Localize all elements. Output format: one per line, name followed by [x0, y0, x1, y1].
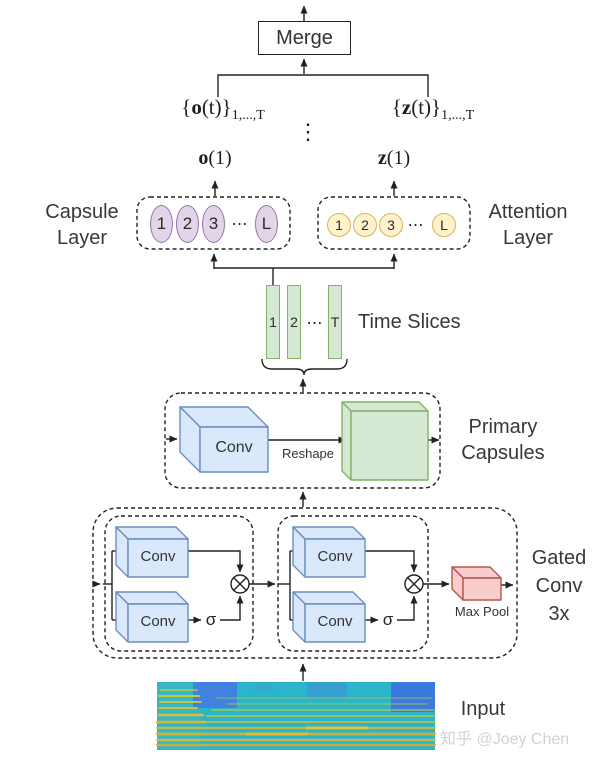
attention-ellipsis: ⋯ [407, 217, 425, 234]
primary-capsules-cube [341, 401, 429, 481]
reshape-label: Reshape [281, 446, 335, 461]
conv-label: Conv [317, 613, 353, 630]
vertical-ellipsis: ⋮ [297, 119, 319, 144]
input-caption: Input [460, 698, 506, 720]
conv-label: Conv [215, 439, 253, 456]
sigmoid-label: σ [205, 610, 217, 629]
slices-underbrace [261, 358, 348, 376]
gated-conv-cube [115, 526, 189, 578]
g2-sigma-out [397, 595, 418, 621]
multiply-icon [230, 574, 250, 594]
attention-node: 1 [327, 213, 351, 237]
capsule-node: 2 [176, 205, 199, 243]
spectrogram-streaks [155, 689, 437, 747]
capsule-layer-box [136, 196, 291, 250]
primary-conv-cube [179, 406, 269, 473]
attention-layer-box [317, 196, 471, 250]
capsule-layer-caption: Capsule Layer [45, 201, 119, 249]
conv-label: Conv [140, 613, 176, 630]
maxpool-label: Max Pool [454, 604, 510, 619]
time-slice-bar: 1 [266, 285, 280, 359]
merge-bracket [217, 74, 429, 97]
o1-label: o(1) [198, 147, 232, 169]
sigmoid-label: σ [382, 610, 394, 629]
watermark: 知乎 @Joey Chen [440, 731, 570, 748]
primary-capsules-box [164, 392, 441, 489]
attention-node: L [432, 213, 456, 237]
primary-capsules-caption: Primary Capsules [461, 416, 545, 464]
capsule-node: 3 [202, 205, 225, 243]
capsule-ellipsis: ⋯ [231, 216, 249, 233]
g1-top-out [188, 550, 244, 573]
g1-sigma-out [220, 595, 244, 621]
o-sequence-label: {o(t)}1,...,T [181, 95, 265, 123]
attention-node: 2 [353, 213, 377, 237]
time-slice-ellipsis: ⋯ [306, 315, 324, 332]
capsule-node: 1 [150, 205, 173, 243]
attention-layer-caption: Attention Layer [488, 201, 568, 249]
time-slice-bar: 2 [287, 285, 301, 359]
merge-label: Merge [276, 26, 333, 49]
gated-conv-cube [115, 591, 189, 643]
spectrogram-image [155, 682, 437, 750]
attention-node: 3 [379, 213, 403, 237]
conv-label: Conv [140, 548, 176, 565]
conv-label: Conv [317, 548, 353, 565]
merge-node: Merge [258, 21, 351, 55]
gated-conv-cube [292, 526, 366, 578]
z-sequence-label: {z(t)}1,...,T [391, 95, 475, 123]
multiply-icon [404, 574, 424, 594]
gated-conv-cube [292, 591, 366, 643]
g2-top-out [365, 550, 418, 573]
z1-label: z(1) [377, 147, 411, 169]
time-slices-caption: Time Slices [358, 311, 461, 333]
gated-conv-caption: Gated Conv 3x [531, 547, 587, 625]
maxpool-cube [451, 566, 502, 601]
time-slice-bar: T [328, 285, 342, 359]
capsule-node: L [255, 205, 278, 243]
